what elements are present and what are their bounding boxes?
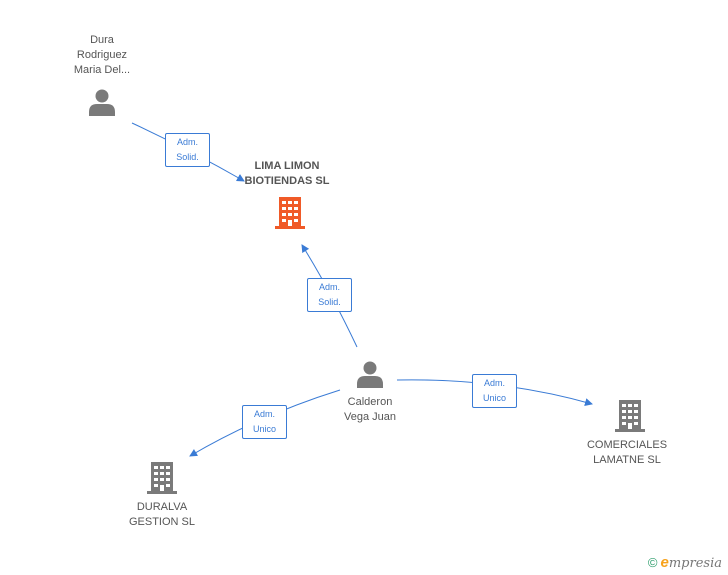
edge-label-center-to-right: Adm. Unico (472, 374, 517, 408)
building-icon[interactable] (275, 197, 305, 229)
node-label-person-top[interactable]: Dura Rodriguez Maria Del... (73, 34, 131, 76)
node-label-company-bottom-left[interactable]: DURALVA GESTION SL (128, 501, 196, 528)
empresia-watermark: ©empresia (648, 554, 722, 571)
empresia-logo-e: e (660, 554, 669, 571)
node-label-company-right[interactable]: COMERCIALES LAMATNE SL (586, 439, 668, 466)
edge-label-center-to-main: Adm. Solid. (307, 278, 352, 312)
edge-label-center-to-bottom-left: Adm. Unico (242, 405, 287, 439)
person-icon[interactable] (357, 361, 383, 389)
edge-label-top-to-main: Adm. Solid. (165, 133, 210, 167)
building-icon[interactable] (147, 462, 177, 494)
copyright-icon: © (647, 555, 658, 570)
person-icon[interactable] (89, 89, 115, 117)
building-icon[interactable] (615, 400, 645, 432)
node-label-main-company[interactable]: LIMA LIMON BIOTIENDAS SL (244, 160, 330, 187)
node-label-person-center[interactable]: Calderon Vega Juan (344, 396, 396, 423)
empresia-logo-text: mpresia (668, 556, 722, 571)
